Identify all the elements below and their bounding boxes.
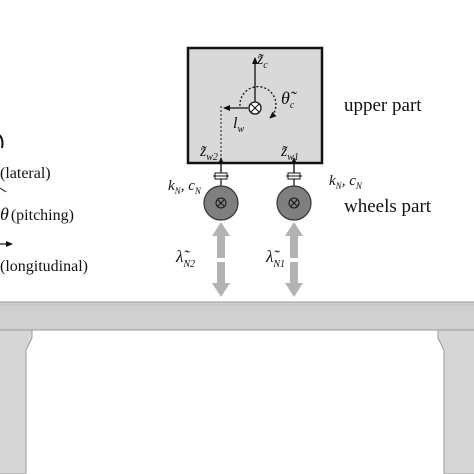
lambda-n1-label: λ̃N1 <box>265 247 285 270</box>
bridge <box>0 301 474 474</box>
theta-c-arc <box>239 86 277 119</box>
coordinate-legend: (lateral) θ(pitching) (longitudinal) <box>0 134 88 275</box>
lw-label: lw <box>233 115 244 135</box>
z-c-label: z̃c <box>256 51 268 71</box>
spring-label-right: kN, cN <box>329 173 363 191</box>
suspension-left <box>213 163 229 186</box>
upper-part-label: upper part <box>344 95 422 116</box>
contact-force-arrow-left <box>212 222 230 297</box>
bridge-pier-left <box>0 329 33 474</box>
wheels-part-label: wheels part <box>344 196 432 217</box>
suspension-right <box>286 163 302 186</box>
z-w2-label: z̃w2 <box>199 143 218 163</box>
lambda-n2-label: λ̃N2 <box>175 247 195 270</box>
contact-force-arrow-right <box>285 222 303 297</box>
longitudinal-label: (longitudinal) <box>0 258 88 275</box>
bridge-pier-right <box>437 329 474 474</box>
wheel-right <box>276 185 312 221</box>
pitching-label: θ(pitching) <box>0 204 74 224</box>
bridge-deck <box>0 301 474 331</box>
wheel-left <box>203 185 239 221</box>
spring-label-left: kN, cN <box>168 178 202 196</box>
lateral-label: (lateral) <box>0 165 51 182</box>
